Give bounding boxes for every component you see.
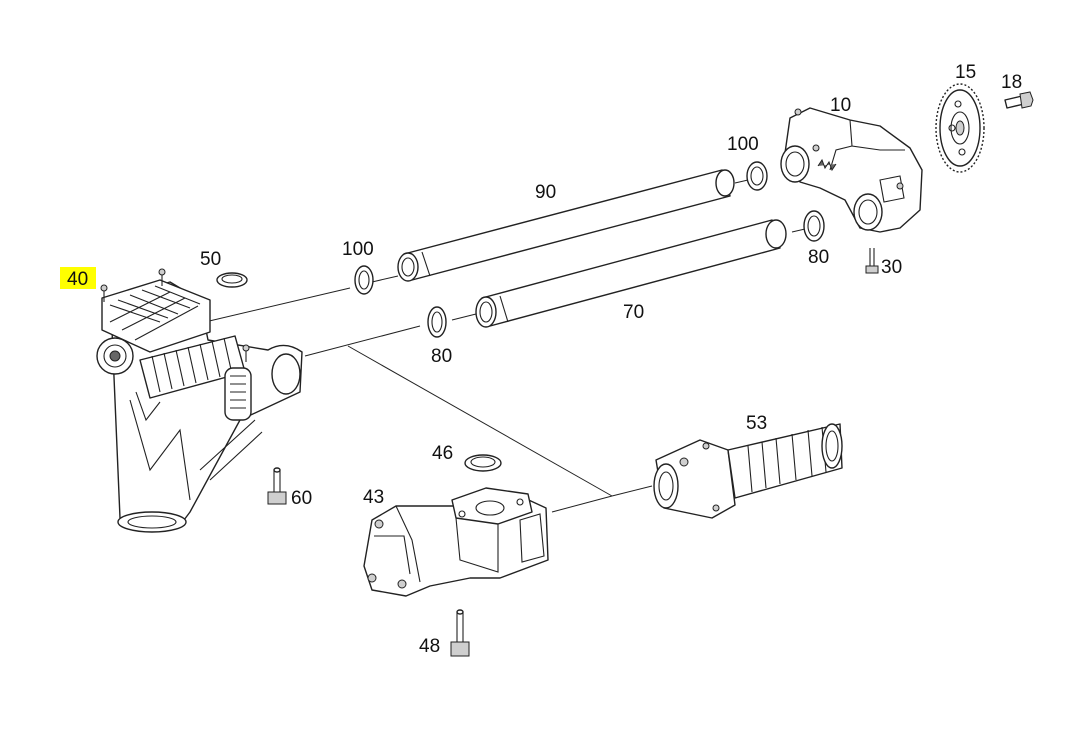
part-100-o-ring-left — [354, 265, 374, 295]
callout-50: 50 — [200, 249, 221, 270]
callout-80-left: 80 — [431, 346, 452, 367]
callout-40-highlight — [60, 267, 96, 289]
part-50-seal-ring — [216, 272, 248, 288]
callout-48: 48 — [419, 636, 440, 657]
part-48-bolt — [450, 609, 470, 657]
callout-46: 46 — [432, 443, 453, 464]
part-100-o-ring-right — [746, 161, 768, 191]
part-40-oil-pickup-housing — [96, 268, 303, 533]
callout-100-right: 100 — [727, 134, 759, 155]
part-60-bolt — [267, 467, 287, 505]
callout-30: 30 — [881, 257, 902, 278]
part-18-bolt — [1004, 91, 1034, 109]
leader-lines — [204, 179, 806, 513]
callout-15: 15 — [955, 62, 976, 83]
callout-70: 70 — [623, 302, 644, 323]
callout-10: 10 — [830, 95, 851, 116]
callout-53: 53 — [746, 413, 767, 434]
part-10-oil-pump — [780, 107, 923, 233]
part-30-bolt — [865, 248, 879, 274]
part-90-upper-tube — [397, 169, 735, 282]
part-80-o-ring-right — [803, 210, 825, 242]
callout-60: 60 — [291, 488, 312, 509]
part-43-valve-housing — [363, 487, 549, 597]
callout-43: 43 — [363, 487, 384, 508]
part-80-o-ring-left — [427, 306, 447, 338]
callout-80-right: 80 — [808, 247, 829, 268]
callout-90: 90 — [535, 182, 556, 203]
part-46-seal-ring — [464, 454, 502, 472]
callout-labels: 10 15 18 30 40 43 46 48 50 53 60 70 80 8… — [67, 62, 1022, 657]
callout-18: 18 — [1001, 72, 1022, 93]
part-15-drive-gear — [935, 83, 985, 173]
part-70-lower-tube — [475, 219, 787, 328]
callout-100-left: 100 — [342, 239, 374, 260]
part-53-valve-cartridge — [653, 423, 843, 519]
callout-40: 40 — [67, 269, 88, 290]
